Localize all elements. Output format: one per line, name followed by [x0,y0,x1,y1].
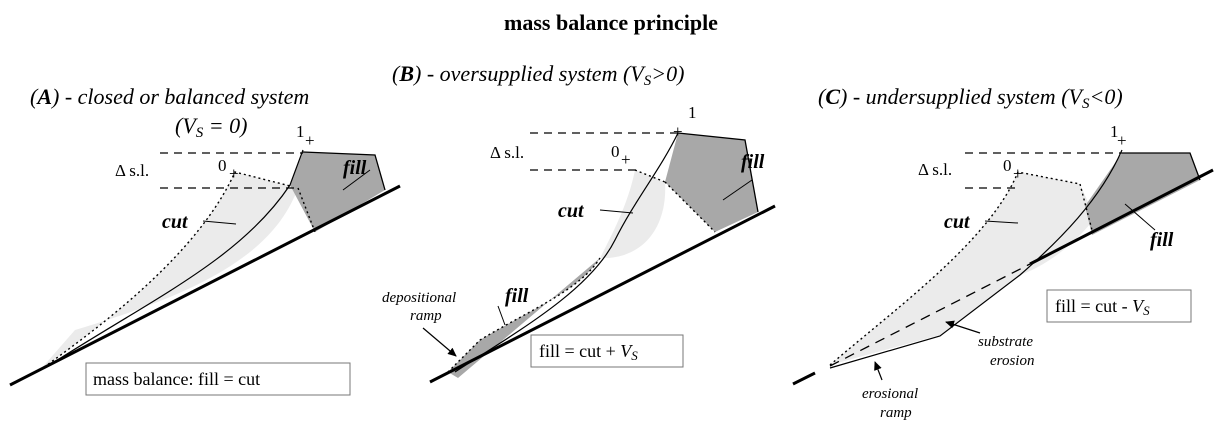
panel-a-equation: mass balance: fill = cut [93,369,260,389]
panel-a-slope-line [9,184,401,387]
panel-a-equation-box [85,362,351,396]
panel-a-fill-leader [342,169,371,191]
panel-c-equation-box [1046,289,1192,323]
panel-c-plus-1: + [1117,131,1127,150]
panel-c-slope-line-lower [792,371,816,386]
panel-b-equation-box [530,334,684,368]
panel-a-cut-leader [202,220,237,225]
panel-c-substrate-label-2: erosion [990,353,1034,369]
panel-c-new-profile [829,149,1123,369]
panel-a-fill-outline [302,151,386,191]
panel-c-ramp-label-2: ramp [880,405,912,421]
panel-b-equation: fill = cut + VS [539,341,638,363]
panel-c-fill-label: fill [1150,229,1174,251]
panel-c-label-0: 0 [1003,156,1012,175]
panel-c-ramp-arrow [874,361,883,381]
panel-b-letter: B [398,61,414,86]
panel-b-original-top [634,169,666,183]
panel-b-plus-1: + [673,122,683,141]
panel-b-slope-line [429,204,776,384]
panel-c-cut-leader [984,220,1019,224]
panel-c-substrate-dashed [829,263,1031,367]
panel-a-label-1: 1 [296,122,305,141]
panel-a-delta-sl: Δ s.l. [115,161,149,180]
panel-c-fill-leader [1124,203,1156,231]
panel-c-cut-area [830,172,1095,365]
panel-c-fill-outline [1122,152,1201,181]
panel-b-fill-dotted [664,181,716,233]
panel-b-title: (B) - oversupplied system (VS>0) [392,61,684,89]
panel-a-title-text: - closed or balanced system [59,84,309,109]
panel-c-cut-label: cut [944,211,971,233]
panel-a-plus-0: + [229,164,239,183]
panel-a-letter: A [35,84,52,109]
panel-a-title: (A) - closed or balanced system [30,84,309,109]
panel-a-original-profile [39,171,299,371]
panel-b-plus-0: + [621,150,631,169]
panel-a-cut-area [40,172,298,370]
panel-c-title: (C) - undersupplied system (VS<0) [818,84,1123,112]
panel-b-label-0: 0 [611,142,620,161]
panel-a-label-0: 0 [218,156,227,175]
panel-a-title-line2: (VS = 0) [175,113,247,141]
panel-b-cut-label: cut [558,200,585,222]
panel-b-fill-area [665,133,758,232]
panel-b-new-profile [454,132,679,373]
panel-b-ramp-fill-leader [497,305,506,326]
panel-b-ramp-label-1: depositional [382,290,456,306]
panel-a-plus-1: + [305,131,315,150]
panel-c-fill-area [1085,153,1200,235]
panel-b: (B) - oversupplied system (VS>0) Δ s.l. … [382,61,776,384]
panel-c-delta-sl: Δ s.l. [918,160,952,179]
panel-c-substrate-arrow [945,320,981,334]
panel-c-equation: fill = cut - VS [1055,296,1150,318]
panel-c-letter: C [825,84,840,109]
panel-b-original-profile [447,257,601,373]
diagram-title: mass balance principle [504,10,718,35]
panel-b-cut-area [600,170,666,259]
panel-b-label-1: 1 [688,103,697,122]
panel-b-ramp-arrow [422,327,457,357]
panel-c: (C) - undersupplied system (VS<0) Δ s.l.… [792,84,1214,421]
panel-c-substrate-label-1: substrate [978,334,1033,350]
panel-b-ramp-fill-label: fill [505,285,529,307]
panel-b-fill-outline [677,132,759,213]
panel-b-fill-label: fill [741,151,765,173]
panel-b-delta-sl: Δ s.l. [490,143,524,162]
panel-c-ramp-label-1: erosional [862,386,918,402]
panel-b-ramp-fill-area [448,258,600,378]
panel-b-fill-leader [722,179,753,201]
panel-c-label-1: 1 [1110,122,1119,141]
panel-a-fill-label: fill [343,157,367,179]
panel-b-ramp-label-2: ramp [410,308,442,324]
panel-a-new-profile [44,149,304,369]
panel-a: (A) - closed or balanced system (VS = 0)… [9,84,401,396]
panel-c-plus-0: + [1013,164,1023,183]
panel-c-slope-line [1029,168,1214,266]
panel-a-fill-area [290,152,385,232]
panel-b-cut-leader [599,209,634,214]
panel-a-cut-label: cut [162,211,189,233]
